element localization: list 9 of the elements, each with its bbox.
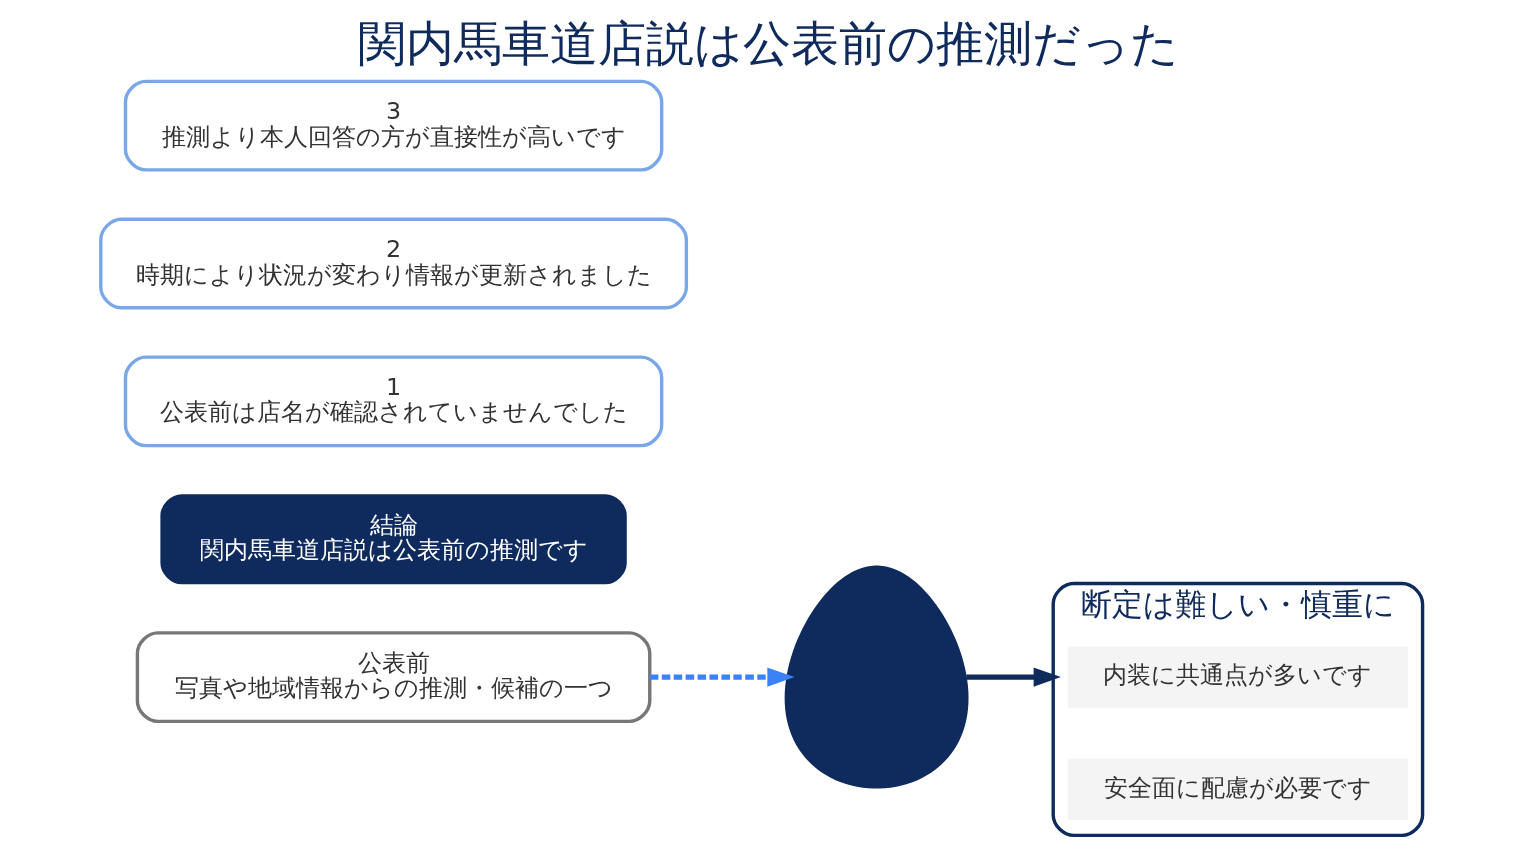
node-box: 3 推測より本人回答の方が直接性が高いです <box>123 79 663 172</box>
arrow <box>649 667 795 687</box>
node-box: 結論 関内馬車道店説は公表前の推測です <box>159 494 627 585</box>
diagram-title: 関内馬車道店説は公表前の推測だった <box>357 15 1179 71</box>
node-box: 公表前 写真や地域情報からの推測・候補の一つ <box>135 631 651 724</box>
node-box: 1 公表前は店名が確認されていませんでした <box>123 355 663 448</box>
node-box: 2 時期により状況が変わり情報が更新されました <box>98 217 688 310</box>
arrow <box>965 667 1061 687</box>
node-person <box>784 565 969 789</box>
